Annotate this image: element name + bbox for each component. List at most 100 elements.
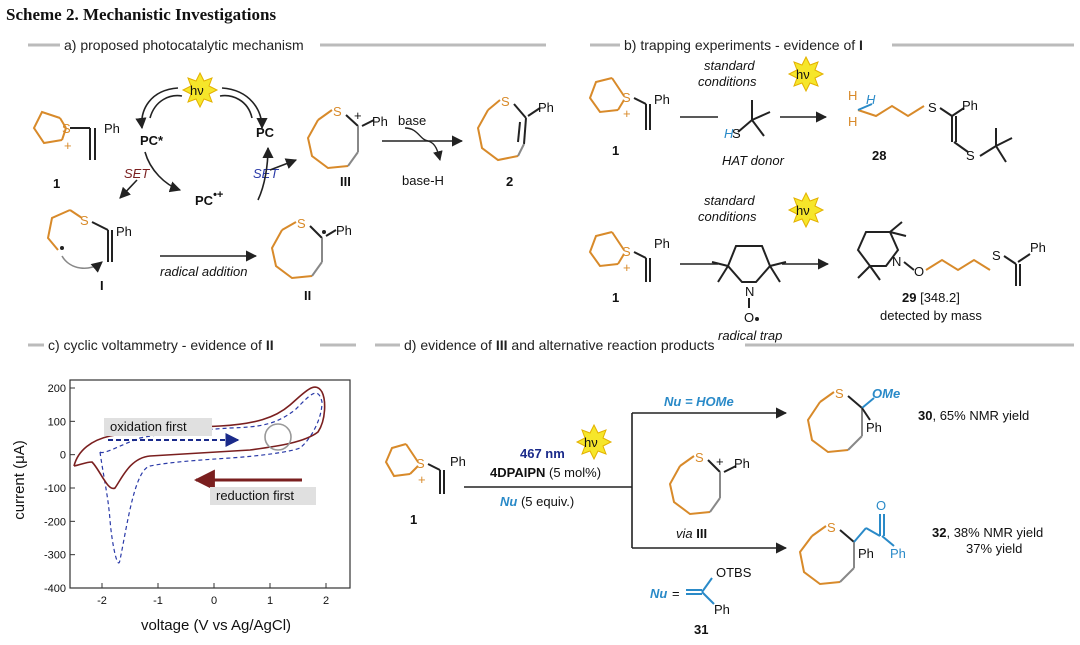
hat-S: S xyxy=(732,126,741,141)
p32-yield-isolated: 37% yield xyxy=(966,541,1022,556)
intermediate-II-S: S xyxy=(297,216,306,231)
b2-S: S xyxy=(622,244,631,259)
hat-donor: H S xyxy=(724,100,771,141)
cv-y-tick-label: 0 xyxy=(60,450,66,462)
section-b-header: b) trapping experiments - evidence of I xyxy=(590,37,1074,53)
p28-label: 28 xyxy=(872,148,886,163)
set-label-1: SET xyxy=(124,166,150,181)
b2-ph: Ph xyxy=(654,236,670,251)
cv-trace-reduction-first xyxy=(73,386,326,490)
compound-1-b-top: S + Ph 1 xyxy=(588,77,670,158)
nu31-nu: Nu xyxy=(650,586,667,601)
p32-ph: Ph xyxy=(858,546,874,561)
product-2: S Ph 2 xyxy=(476,94,554,189)
p28-H-bottom: H xyxy=(848,114,857,129)
nu31-ph: Ph xyxy=(714,602,730,617)
p29-O: O xyxy=(914,264,924,279)
panel-a: S + Ph 1 hν PC* PC SET SET PC•+ xyxy=(32,72,554,303)
via-III-structure: S + Ph via III xyxy=(668,450,750,541)
scheme-title: Scheme 2. Mechanistic Investigations xyxy=(6,5,276,24)
intermediate-III: S + Ph III xyxy=(306,104,388,189)
p28-H-top: H xyxy=(866,92,876,107)
via-S: S xyxy=(695,450,704,465)
pc-radical-cation: PC•+ xyxy=(195,189,223,208)
tempo-O: O xyxy=(744,310,754,325)
std-cond-2a: standard xyxy=(704,193,755,208)
product-28: H H H S Ph S 28 xyxy=(848,88,1013,163)
cv-x-tick-label: -2 xyxy=(97,595,107,607)
std-cond-1a: standard xyxy=(704,58,755,73)
compound-1-label: 1 xyxy=(53,176,60,191)
cv-x-tick-label: 2 xyxy=(323,595,329,607)
nu-equiv-label: Nu (5 equiv.) xyxy=(500,494,574,509)
cv-x-tick-label: -1 xyxy=(153,595,163,607)
section-d-label: d) evidence of III and alternative react… xyxy=(404,337,715,353)
p28-S1: S xyxy=(928,100,937,115)
hv-d: hν xyxy=(584,435,598,450)
cv-x-tick-label: 1 xyxy=(267,595,273,607)
cv-plot-frame xyxy=(69,379,351,589)
hv-b2: hν xyxy=(796,203,810,218)
cv-y-tick-label: 100 xyxy=(48,416,66,428)
p32-ph-blue: Ph xyxy=(890,546,906,561)
p29-ph: Ph xyxy=(1030,240,1046,255)
cv-y-tick-label: -300 xyxy=(44,550,66,562)
intermediate-II-label: II xyxy=(304,288,311,303)
p32-yield: 32, 38% NMR yield xyxy=(932,525,1043,540)
base-h-label: base-H xyxy=(402,173,444,188)
nu31-label: 31 xyxy=(694,622,708,637)
p29-S: S xyxy=(992,248,1001,263)
intermediate-III-label: III xyxy=(340,174,351,189)
product-32: S O Ph Ph 32, 38% NMR yield 37% yield xyxy=(798,498,1043,586)
p30-yield: 30, 65% NMR yield xyxy=(918,408,1029,423)
cv-ylabel: current (μA) xyxy=(11,440,28,520)
intermediate-II: S Ph II xyxy=(270,216,352,303)
hat-H: H xyxy=(724,126,734,141)
d1-label: 1 xyxy=(410,512,417,527)
p29-N: N xyxy=(892,254,901,269)
std-cond-1b: conditions xyxy=(698,74,757,89)
intermediate-I: S Ph I xyxy=(46,209,132,293)
hv-label: hν xyxy=(190,83,204,98)
base-label: base xyxy=(398,113,426,128)
intermediate-II-ph: Ph xyxy=(336,223,352,238)
compound-1-ph: Ph xyxy=(104,121,120,136)
cv-xlabel: voltage (V vs Ag/AgCl) xyxy=(141,617,291,634)
pc-star-label: PC* xyxy=(140,133,164,148)
panel-b: S + Ph 1 standard conditions hν H S HAT … xyxy=(588,56,1046,343)
b1-S: S xyxy=(622,90,631,105)
b1-label: 1 xyxy=(612,143,619,158)
p32-O: O xyxy=(876,498,886,513)
p30-ome: OMe xyxy=(872,386,900,401)
compound-1-S: S xyxy=(62,121,71,136)
intermediate-I-label: I xyxy=(100,278,104,293)
cv-y-tick-label: -100 xyxy=(44,483,66,495)
intermediate-III-plus: + xyxy=(354,108,362,123)
detected-by-mass: detected by mass xyxy=(880,308,982,323)
p28-ph: Ph xyxy=(962,98,978,113)
p28-S2: S xyxy=(966,148,975,163)
pc-label: PC xyxy=(256,125,275,140)
photocatalytic-cycle: hν PC* PC SET SET PC•+ xyxy=(119,72,298,208)
section-a-label: a) proposed photocatalytic mechanism xyxy=(64,37,304,53)
cv-trace-oxidation-first xyxy=(99,392,323,564)
p32-S: S xyxy=(827,520,836,535)
d1-ph: Ph xyxy=(450,454,466,469)
product-2-S: S xyxy=(501,94,510,109)
section-c-label: c) cyclic voltammetry - evidence of II xyxy=(48,337,274,353)
product-2-ph: Ph xyxy=(538,100,554,115)
nucleophile-31: Nu = OTBS Ph 31 xyxy=(650,565,752,637)
p30-S: S xyxy=(835,386,844,401)
p28-H-left: H xyxy=(848,88,857,103)
section-a-header: a) proposed photocatalytic mechanism xyxy=(28,37,546,53)
via-III-label: via III xyxy=(676,526,707,541)
compound-1-d: S + Ph 1 xyxy=(384,443,466,527)
compound-1-b-bottom: S + Ph 1 xyxy=(588,231,670,305)
nu-homе-label: Nu = HOMe xyxy=(664,394,734,409)
product-2-label: 2 xyxy=(506,174,513,189)
section-d-header: d) evidence of III and alternative react… xyxy=(375,337,1074,353)
intermediate-I-S: S xyxy=(80,213,89,228)
